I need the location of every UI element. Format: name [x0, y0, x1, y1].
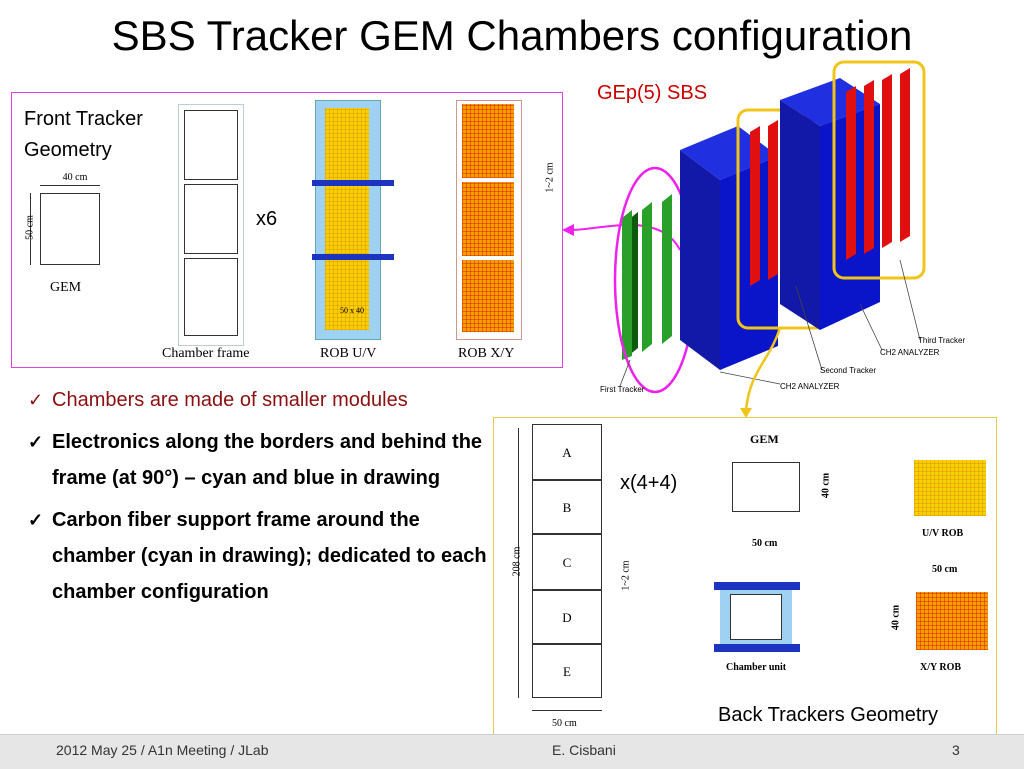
third-tracker-highlight	[832, 60, 926, 280]
back-gap-label: 1~2 cm	[620, 560, 632, 591]
back-gem-width-label: 50 cm	[752, 538, 778, 549]
second-tracker-plate-2	[768, 120, 778, 280]
ch2-analyzer-1-label: CH2 ANALYZER	[880, 348, 940, 357]
front-multiplier: x6	[256, 208, 278, 230]
chamber-frame	[178, 104, 244, 346]
third-tracker-plate-2	[864, 80, 874, 254]
xy-rob-width-label: 50 cm	[932, 564, 958, 575]
front-tracker-label-line2: Geometry	[24, 139, 112, 161]
footer-author: E. Cisbani	[552, 742, 616, 758]
xy-rob-label: X/Y ROB	[920, 662, 962, 673]
gep5-sbs-label: GEp(5) SBS	[597, 82, 708, 104]
chamber-unit-electronics-top	[714, 582, 800, 590]
check-icon: ✓	[28, 390, 44, 410]
module-d: D	[532, 590, 602, 644]
front-tracker-label-line1: Front Tracker	[24, 108, 143, 130]
ch2-analyzer-2-side	[780, 100, 820, 330]
back-gem-outline	[732, 462, 800, 512]
first-tracker-leader	[619, 359, 631, 387]
module-b: B	[532, 480, 602, 534]
chamber-unit-module	[730, 594, 782, 640]
second-tracker-leader	[795, 285, 823, 371]
back-trackers-caption: Back Trackers Geometry	[718, 704, 939, 726]
chamber-frame-module-3	[184, 258, 238, 336]
rob-xy-module-2	[462, 182, 514, 256]
ch2-analyzer-2-label: CH2 ANALYZER	[780, 382, 840, 391]
check-icon: ✓	[28, 432, 44, 452]
footer-event: 2012 May 25 / A1n Meeting / JLab	[56, 742, 269, 758]
xy-rob-height-label: 40 cm	[890, 604, 902, 631]
chamber-frame-label: Chamber frame	[162, 346, 250, 361]
third-tracker-leader	[899, 259, 921, 341]
rob-xy-label: ROB X/Y	[458, 346, 515, 361]
analyzer-1-leader	[859, 303, 883, 351]
first-tracker-plate-2	[642, 202, 652, 352]
back-width-dim	[532, 710, 602, 711]
bullet-list: ✓ Chambers are made of smaller modules ✓ E…	[28, 382, 488, 610]
front-gem-outline	[40, 193, 100, 265]
rob-xy-frame	[456, 100, 522, 340]
check-icon: ✓	[28, 510, 44, 530]
first-tracker-label: First Tracker	[600, 385, 645, 394]
back-gem-label: GEM	[750, 432, 779, 446]
third-tracker-plate-1	[846, 86, 856, 260]
uv-rob-label: U/V ROB	[922, 528, 964, 539]
slide-title: SBS Tracker GEM Chambers configuration	[111, 12, 913, 59]
chamber-unit-electronics-bottom	[714, 644, 800, 652]
rob-xy-module-1	[462, 104, 514, 178]
bullet-text-3: Carbon fiber support frame around the ch…	[52, 509, 487, 603]
chamber-frame-module-1	[184, 110, 238, 180]
rob-uv-electronics-bar-1	[312, 180, 394, 186]
front-gem-height-label: 50 cm	[24, 215, 36, 240]
back-height-dim	[518, 428, 519, 698]
front-gem-width-label: 40 cm	[62, 172, 88, 183]
rob-xy-module-3	[462, 260, 514, 332]
chamber-unit-label: Chamber unit	[726, 662, 787, 673]
back-multiplier: x(4+4)	[620, 472, 678, 494]
front-gem-width-dim	[40, 185, 100, 186]
bullet-text-2: Electronics along the borders and behind…	[52, 431, 483, 489]
bullet-item-1: ✓ Chambers are made of smaller modules	[28, 382, 488, 418]
module-e: E	[532, 644, 602, 698]
first-tracker-plate-3	[662, 194, 672, 344]
back-pointer-arrowhead	[740, 408, 752, 418]
third-tracker-plate-4	[900, 68, 910, 242]
analyzer-2-leader	[719, 371, 781, 385]
module-c: C	[532, 534, 602, 590]
chamber-frame-module-2	[184, 184, 238, 254]
rob-uv-readout	[325, 108, 369, 330]
third-tracker-plate-3	[882, 74, 892, 248]
rob-uv-label: ROB U/V	[320, 346, 377, 361]
bullet-item-3: ✓ Carbon fiber support frame around the c…	[28, 502, 488, 610]
back-height-label: 208 cm	[511, 546, 523, 577]
ch2-analyzer-1-side	[680, 150, 720, 370]
bullet-text-1: Chambers are made of smaller modules	[52, 389, 408, 411]
rob-uv-inner-label: 50 x 40	[340, 306, 364, 315]
second-tracker-label: Second Tracker	[820, 366, 877, 375]
back-pointer-arrow	[744, 327, 782, 411]
uv-rob-readout	[914, 460, 986, 516]
slide-footer: 2012 May 25 / A1n Meeting / JLab E. Cisb…	[0, 734, 1024, 769]
second-tracker-plate-1	[750, 126, 760, 286]
third-tracker-label: Third Tracker	[918, 336, 966, 345]
front-pointer-arrowhead	[562, 224, 574, 236]
front-gem-height-dim	[30, 193, 31, 265]
module-a: A	[532, 424, 602, 480]
xy-rob-readout	[916, 592, 988, 650]
front-tracker-label: Front Tracker Geometry	[24, 104, 143, 166]
back-gem-height-label: 40 cm	[820, 472, 832, 499]
rob-uv-electronics-bar-2	[312, 254, 394, 260]
bullet-item-2: ✓ Electronics along the borders and behin…	[28, 424, 488, 496]
ch2-analyzer-1-front	[720, 156, 778, 370]
first-tracker-plate-1	[622, 210, 632, 360]
sbs-3d-drawing	[562, 60, 926, 418]
front-gem-label: GEM	[50, 280, 82, 295]
back-width-label: 50 cm	[552, 718, 577, 729]
footer-page-number: 3	[952, 742, 960, 758]
rob-xy-gap-label: 1~2 cm	[544, 162, 556, 193]
